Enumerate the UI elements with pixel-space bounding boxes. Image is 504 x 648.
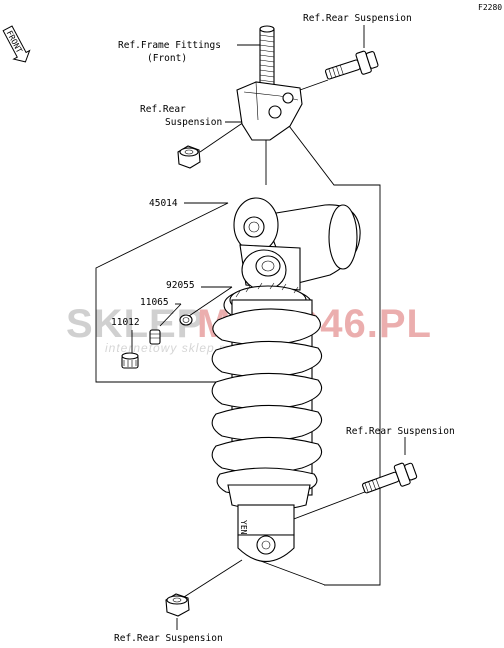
front-arrow-icon: FRONT xyxy=(2,25,31,63)
label-ref-rear-suspension-bottom: Ref.Rear Suspension xyxy=(114,633,223,644)
label-ref-rear-suspension-right: Ref.Rear Suspension xyxy=(346,426,455,437)
washer-92055 xyxy=(179,314,193,326)
left-nut xyxy=(177,145,201,169)
fitting-11065 xyxy=(149,329,161,345)
top-bolt xyxy=(324,50,379,80)
figure-code: F2280 xyxy=(478,3,502,12)
shock-marking: YEN xyxy=(239,520,248,535)
watermark-left: SKLEP xyxy=(66,302,204,346)
label-part-45014: 45014 xyxy=(149,198,178,209)
frame-fitting-clevis xyxy=(236,81,303,141)
coil-spring xyxy=(211,299,323,497)
bottom-nut xyxy=(165,593,190,617)
frame-fitting-stud xyxy=(259,25,275,88)
label-part-11012: 11012 xyxy=(111,317,140,328)
label-part-92055: 92055 xyxy=(166,280,195,291)
label-ref-frame-fittings: Ref.Frame Fittings xyxy=(118,40,221,51)
shock-lower-body: YEN xyxy=(227,484,311,562)
label-ref-rear-left-2: Suspension xyxy=(165,117,222,128)
label-part-11065: 11065 xyxy=(140,297,169,308)
label-ref-frame-fittings-sub: (Front) xyxy=(147,53,187,64)
leader-lines xyxy=(95,25,406,630)
label-ref-rear-suspension-top: Ref.Rear Suspension xyxy=(303,13,412,24)
cap-11012 xyxy=(121,352,139,369)
bottom-bolt xyxy=(362,462,418,494)
label-ref-rear-left-1: Ref.Rear xyxy=(140,104,186,115)
shock-upper-body xyxy=(233,197,361,291)
